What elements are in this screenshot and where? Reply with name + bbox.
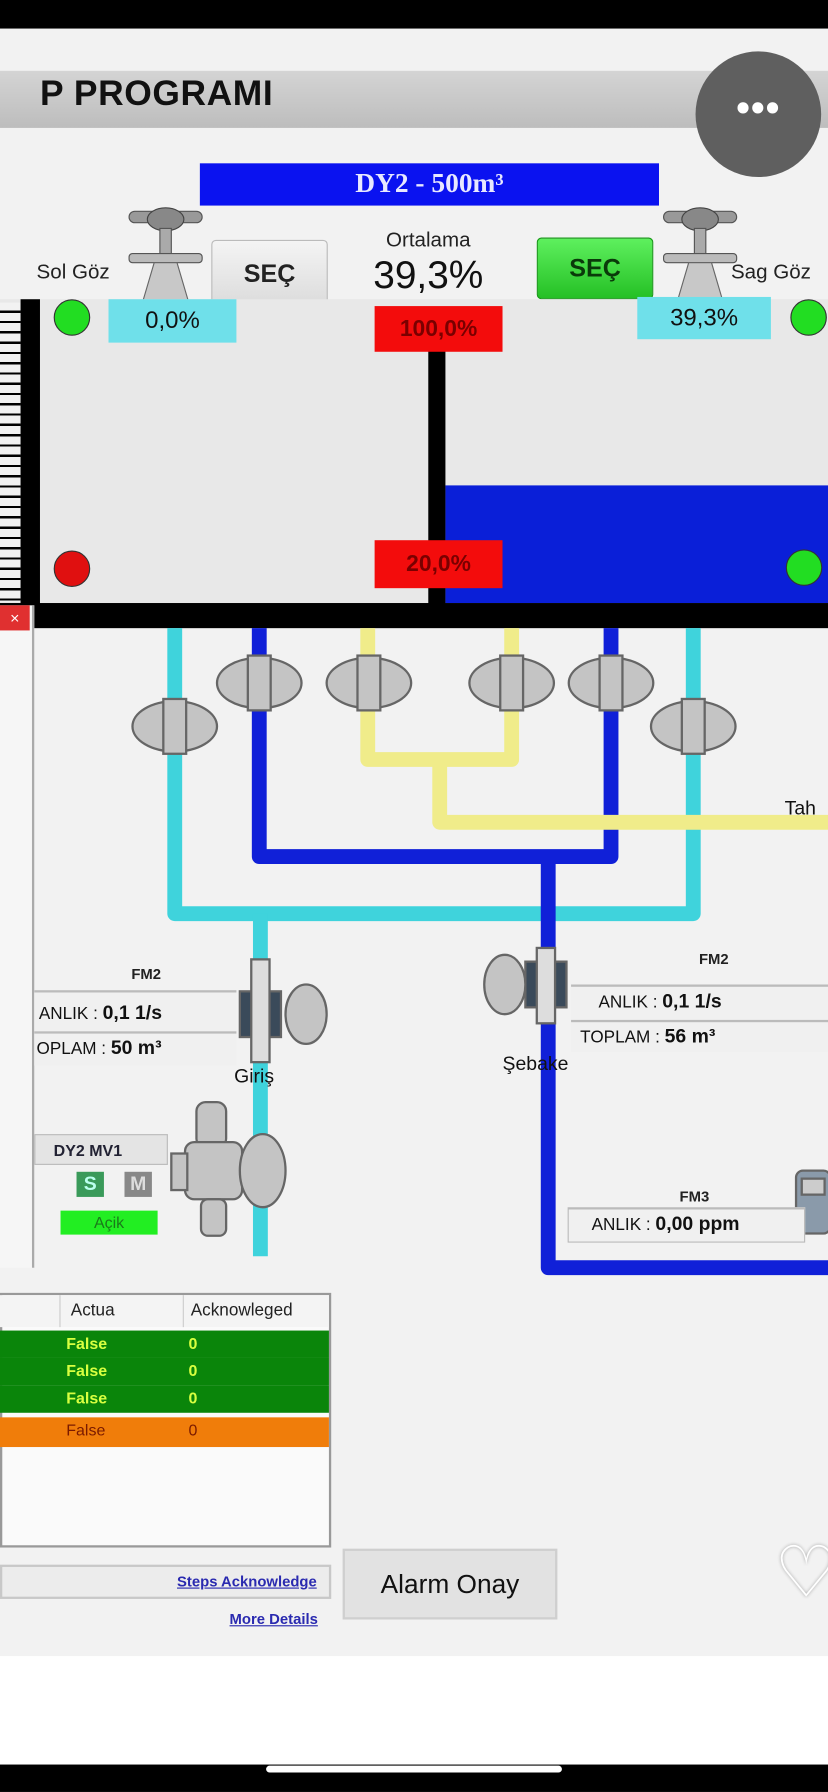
fm3-instant: ANLIK : 0,00 ppm — [567, 1207, 806, 1243]
pipe-label-inlet: Giriş — [234, 1065, 275, 1088]
left-select-button[interactable]: SEÇ — [211, 239, 328, 305]
pipe-label-tah: Tah — [784, 797, 816, 819]
right-level-sensor-icon — [662, 207, 738, 303]
alarm-actual: False — [66, 1361, 108, 1380]
flowmeter-icon — [483, 946, 568, 1025]
left-low-status-indicator — [53, 550, 91, 588]
right-tank-water — [445, 485, 828, 604]
valve-icon — [649, 697, 737, 755]
cyan-pipe — [167, 628, 701, 922]
alarm-actual: False — [66, 1388, 108, 1408]
more-options-button[interactable]: ••• — [695, 51, 822, 178]
instant-value: 0,00 ppm — [655, 1212, 740, 1235]
alarm-ack: 0 — [188, 1361, 198, 1380]
alarm-ack: 0 — [188, 1420, 198, 1440]
valve-icon — [325, 654, 413, 712]
alarm-confirm-button[interactable]: Alarm Onay — [342, 1548, 558, 1620]
alarm-table-header: Actua Acknowleged — [0, 1295, 329, 1328]
ellipsis-icon: ••• — [736, 86, 781, 131]
side-panel-close-button[interactable]: × — [0, 605, 30, 631]
instant-label: ANLIK : — [598, 992, 658, 1012]
right-low-status-indicator — [785, 549, 823, 586]
pump-name: DY2 MV1 — [34, 1134, 168, 1165]
yellow-pipe — [360, 628, 828, 830]
title-bar — [0, 70, 828, 128]
valve-icon — [131, 697, 219, 755]
right-compartment-label: Sag Göz — [730, 260, 811, 284]
status-bar — [0, 0, 828, 29]
alarm-footer-bar — [0, 1564, 332, 1599]
acknowledge-link[interactable]: Steps Acknowledge — [177, 1572, 317, 1590]
tank-floor — [0, 603, 828, 629]
left-level-value: 0,0% — [108, 299, 237, 343]
column-divider — [0, 1295, 61, 1328]
alarm-ack: 0 — [188, 1333, 198, 1353]
average-label: Ortalama — [386, 228, 471, 252]
flowmeter-icon — [238, 958, 328, 1064]
column-header-actual: Actua — [70, 1300, 115, 1321]
pump-status-badge: Açik — [60, 1210, 158, 1235]
flowmeter-left-total: OPLAM : 50 m³ — [34, 1031, 237, 1066]
flowmeter-right-instant: ANLIK : 0,1 1/s — [571, 984, 828, 1020]
flowmeter-left-title: FM2 — [131, 965, 162, 983]
right-level-value: 39,3% — [637, 296, 771, 340]
tank-wall — [20, 299, 40, 606]
level-scale — [0, 302, 21, 602]
column-header-acknowledged: Acknowleged — [190, 1300, 293, 1321]
alarm-ack: 0 — [188, 1388, 198, 1408]
total-value: 56 m³ — [664, 1025, 716, 1048]
low-setpoint: 20,0% — [374, 540, 503, 589]
pump-auto-button[interactable]: S — [76, 1171, 104, 1197]
pump-icon — [170, 1100, 287, 1237]
alarm-actual: False — [66, 1420, 106, 1440]
tank-divider — [428, 325, 446, 606]
column-divider — [182, 1295, 184, 1328]
right-select-button[interactable]: SEÇ — [536, 237, 654, 300]
heart-icon[interactable]: ♡ — [774, 1530, 828, 1613]
side-panel — [0, 605, 35, 1268]
alarm-row[interactable]: False 0 — [0, 1385, 329, 1413]
instant-label: ANLIK : — [591, 1215, 651, 1235]
alarm-row[interactable]: False 0 — [0, 1417, 329, 1448]
tank-name-banner: DY2 - 500m³ — [199, 163, 659, 206]
left-high-status-indicator — [53, 299, 91, 336]
instant-value: 0,1 1/s — [102, 1001, 163, 1024]
average-value: 39,3% — [373, 253, 484, 297]
fm3-title: FM3 — [679, 1187, 710, 1205]
alarm-actual: False — [66, 1333, 108, 1353]
alarm-row[interactable]: False 0 — [0, 1357, 329, 1386]
flowmeter-right-title: FM2 — [698, 950, 729, 968]
more-details-link[interactable]: More Details — [229, 1610, 318, 1628]
bottom-area — [0, 1656, 828, 1765]
total-label: TOPLAM : — [580, 1027, 660, 1048]
total-value: 50 m³ — [110, 1037, 162, 1059]
instant-value: 0,1 1/s — [662, 990, 722, 1012]
left-level-sensor-icon — [128, 207, 203, 303]
valve-icon — [468, 654, 556, 712]
right-high-status-indicator — [790, 299, 827, 336]
blue-pipe — [251, 628, 619, 864]
flowmeter-left-instant: ANLIK : 0,1 1/s — [34, 990, 237, 1032]
valve-icon — [215, 654, 303, 712]
alarm-row[interactable]: False 0 — [0, 1330, 329, 1358]
total-label: OPLAM : — [36, 1039, 107, 1059]
pump-manual-button[interactable]: M — [124, 1171, 152, 1197]
home-indicator[interactable] — [266, 1765, 562, 1773]
instant-label: ANLIK : — [38, 1003, 98, 1024]
page-title: P PROGRAMI — [39, 73, 274, 114]
pipe-label-mains: Şebake — [502, 1053, 569, 1075]
flowmeter-right-total: TOPLAM : 56 m³ — [571, 1019, 828, 1052]
high-setpoint: 100,0% — [374, 306, 503, 352]
left-compartment-label: Sol Göz — [36, 260, 110, 284]
valve-icon — [567, 654, 655, 712]
